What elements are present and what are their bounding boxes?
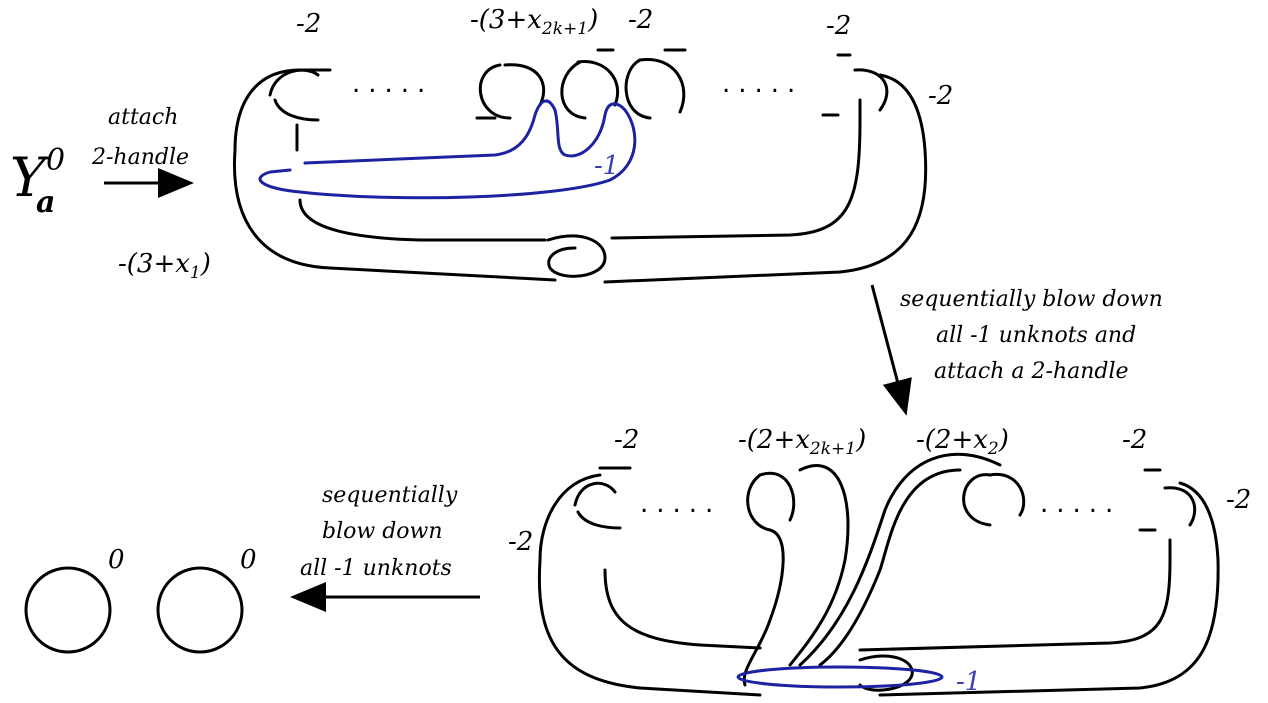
bottom-twist-4-right [988, 473, 1026, 517]
space-superscript: 0 [46, 143, 65, 178]
left-arrow-text-3: all -1 unknots [300, 556, 452, 581]
bottom-inner-right [858, 538, 1172, 652]
top-chain-1-left [478, 63, 512, 120]
bottom-right-arc [1163, 486, 1197, 527]
bottom-label-mid2: -(2+x2) [916, 425, 1009, 459]
bottom-twist-4-left [962, 473, 992, 527]
top-label-right: -2 [826, 11, 851, 41]
bottom-dots-left: ..... [640, 489, 721, 519]
bottom-twist-2 [788, 464, 850, 667]
down-arrow-text-3: attach a 2-handle [934, 359, 1129, 384]
top-dots-left: ..... [352, 69, 433, 99]
result-unknot-1 [24, 566, 112, 654]
down-arrow-text-1: sequentially blow down [900, 287, 1163, 312]
top-label-middle: -(3+x2k+1) [470, 5, 598, 39]
top-chain-1-right [503, 63, 546, 107]
bottom-dots-right: ..... [1040, 489, 1121, 519]
bottom-left-arc-upper [573, 481, 617, 507]
bottom-label-mid1: -(2+x2k+1) [738, 425, 866, 459]
top-dots-right: ..... [722, 69, 803, 99]
bottom-twist-1-cap [758, 471, 796, 522]
left-arrow-text-2: blow down [322, 519, 443, 544]
bottom-twist-5 [798, 452, 1002, 667]
top-arrow-text-1: attach [108, 105, 178, 130]
top-outer-right-strand [603, 73, 928, 284]
result-unknot-2 [156, 566, 244, 654]
bottom-label-left: -2 [614, 425, 639, 455]
top-label-left: -2 [296, 9, 321, 39]
top-chain-3-left [624, 58, 652, 120]
top-inner-left-strand [298, 198, 547, 242]
top-blue-coeff: -1 [594, 151, 619, 181]
top-link-diagram [232, 48, 928, 284]
top-left-arc-upper [268, 68, 320, 97]
top-label-bottom-left: -(3+x1) [118, 249, 211, 283]
bottom-twist-3 [818, 468, 962, 667]
top-left-arc-lower [273, 98, 320, 122]
top-chain-3-right [638, 58, 686, 114]
bottom-link-diagram [537, 452, 1220, 697]
top-blue-unknot [258, 99, 637, 200]
bottom-label-right-side: -2 [1226, 485, 1251, 515]
bottom-outer-left [537, 473, 762, 697]
top-outer-left-strand [232, 68, 557, 282]
bottom-outer-right [878, 481, 1220, 697]
top-right-arc [853, 68, 889, 112]
top-inner-right-strand [610, 98, 862, 240]
top-chain-2-left [560, 60, 587, 120]
bottom-label-right: -2 [1122, 425, 1147, 455]
result-label-2: 0 [240, 545, 257, 575]
bottom-clasp [858, 654, 914, 692]
blowdown-arrow [870, 284, 912, 416]
top-label-right-of-middle: -2 [628, 5, 653, 35]
bottom-blue-coeff: -1 [956, 667, 981, 697]
result-label-1: 0 [108, 545, 125, 575]
top-clasp [546, 234, 607, 278]
bottom-label-left-side: -2 [508, 527, 533, 557]
space-subscript: a [36, 185, 55, 220]
left-arrow-text-1: sequentially [322, 483, 458, 508]
top-arrow-text-2: 2-handle [91, 145, 189, 170]
bottom-twist-1 [742, 473, 785, 687]
top-chain-2-right [576, 60, 620, 107]
space-letter: Y [10, 146, 50, 209]
bottom-left-arc-lower [576, 510, 622, 530]
bottom-blue-ring [736, 665, 944, 689]
top-blue-curve [258, 99, 637, 200]
bottom-inner-left [603, 568, 762, 650]
down-arrow-text-2: all -1 unknots and [936, 323, 1136, 348]
top-label-right-side: -2 [928, 81, 953, 111]
